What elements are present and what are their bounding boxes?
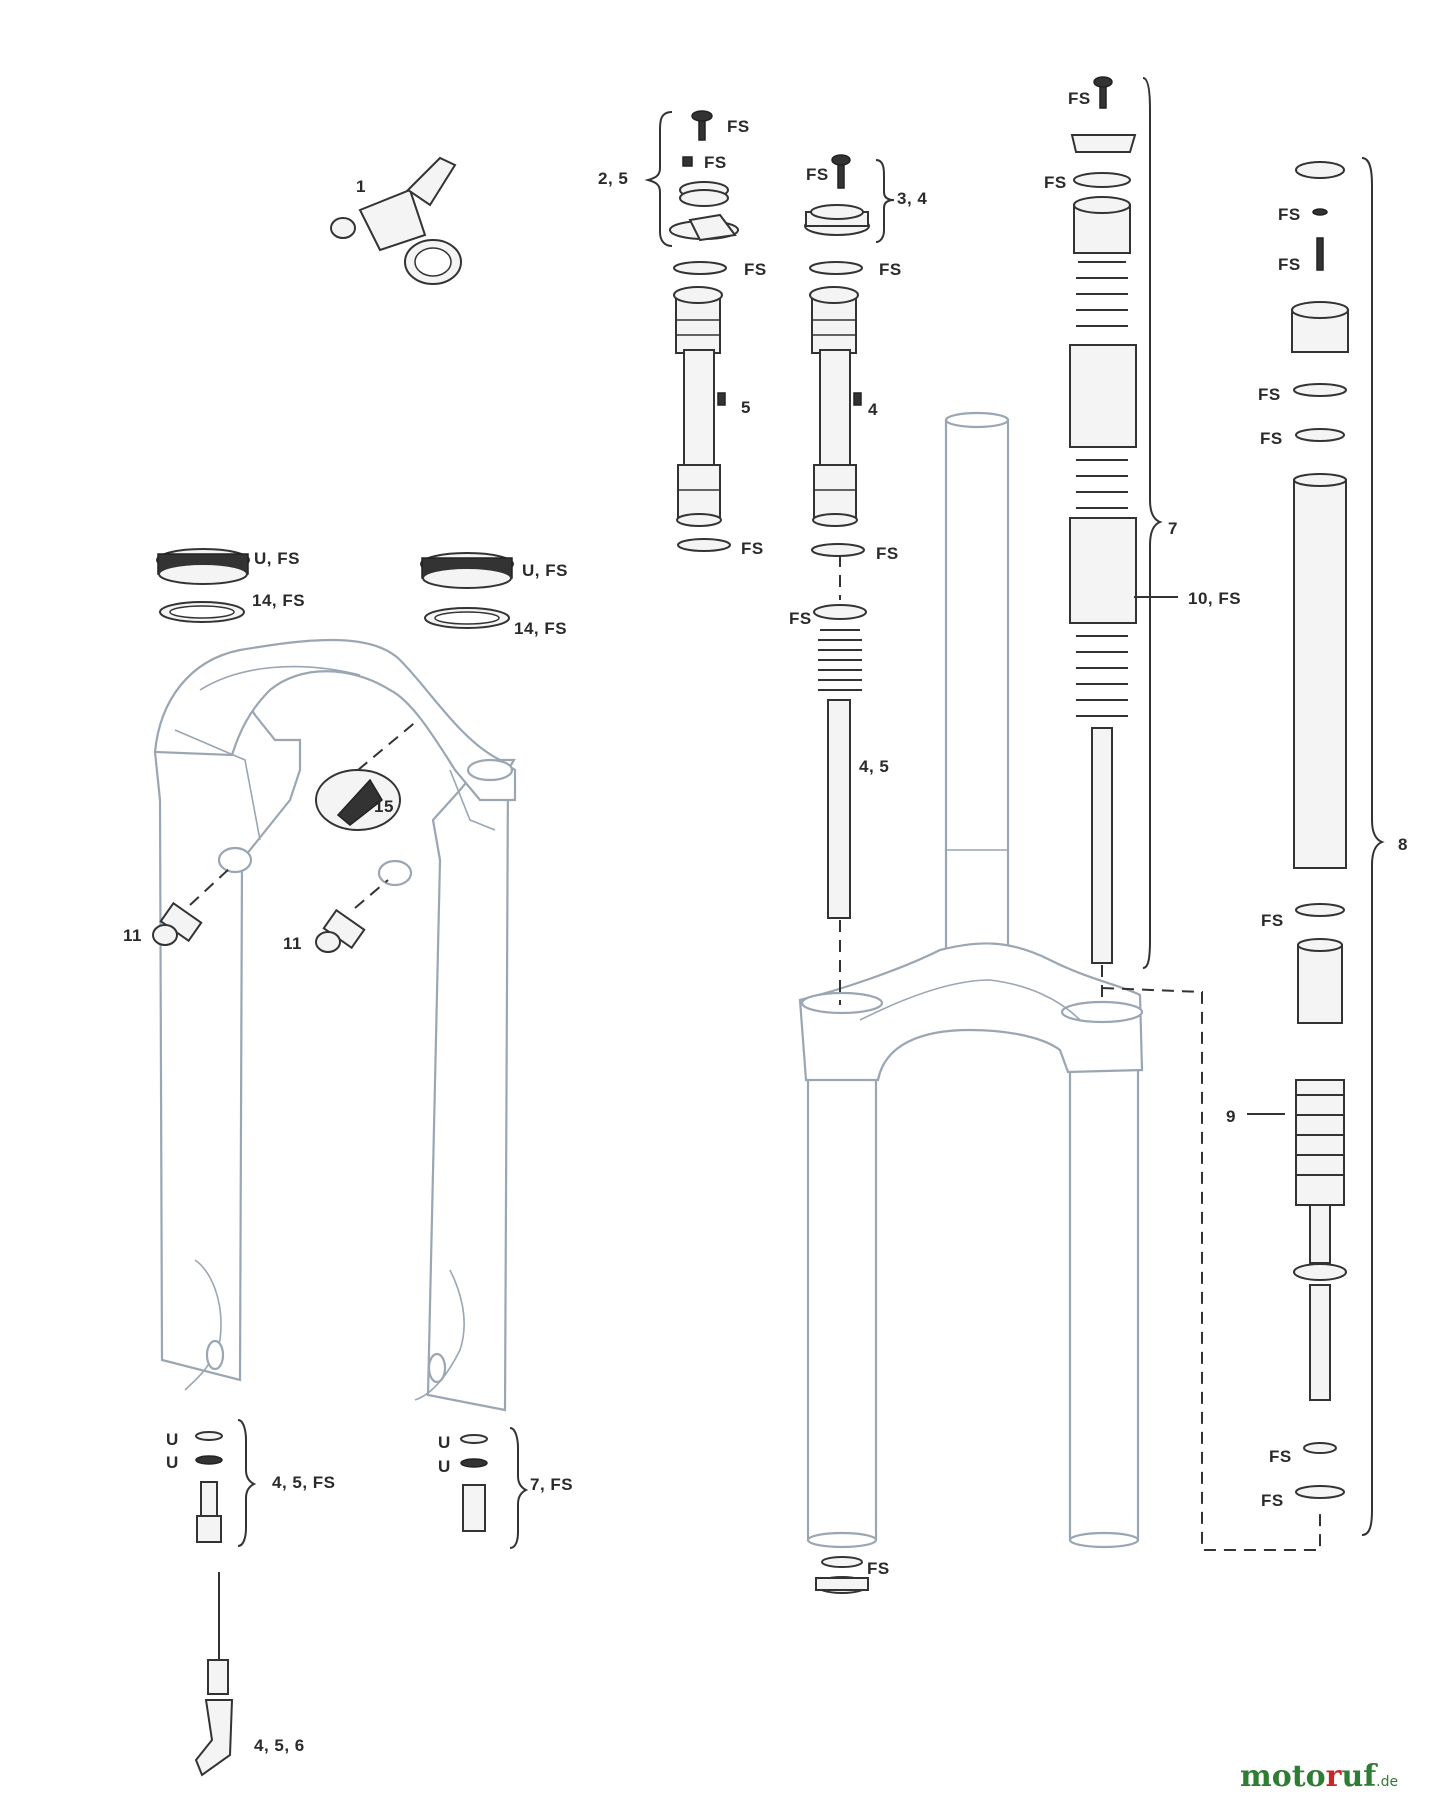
label-fs: FS bbox=[704, 153, 727, 172]
label-fs: FS bbox=[1261, 911, 1284, 930]
air-spring-8-9 bbox=[1101, 157, 1385, 1551]
label-part-14-fs: 14, FS bbox=[514, 619, 568, 638]
label-part-8: 8 bbox=[1398, 835, 1408, 854]
label-fs: FS bbox=[1269, 1447, 1292, 1466]
label-part-15: 15 bbox=[374, 797, 394, 816]
watermark-domain: .de bbox=[1376, 1774, 1399, 1790]
label-part-4-5: 4, 5 bbox=[859, 757, 890, 776]
label-part-1: 1 bbox=[356, 177, 366, 196]
watermark-text-1: moto bbox=[1240, 1759, 1326, 1794]
label-fs: FS bbox=[867, 1559, 890, 1578]
cable-remote-4-5-6 bbox=[194, 1572, 234, 1777]
watermark-text-2: r bbox=[1325, 1759, 1342, 1794]
label-u: U bbox=[438, 1457, 451, 1476]
label-u: U bbox=[438, 1433, 451, 1452]
label-fs: FS bbox=[789, 609, 812, 628]
bottom-nut-fs bbox=[815, 1556, 869, 1594]
label-part-4: 4 bbox=[868, 400, 878, 419]
watermark-logo: motoruf.de bbox=[1240, 1762, 1398, 1792]
label-part-3-4: 3, 4 bbox=[897, 189, 928, 208]
damper-cartridge-5 bbox=[673, 286, 731, 552]
label-u: U bbox=[166, 1453, 179, 1472]
label-part-4-5-6: 4, 5, 6 bbox=[254, 1736, 305, 1755]
label-u: U bbox=[166, 1430, 179, 1449]
label-part-7-fs: 7, FS bbox=[530, 1475, 574, 1494]
label-fs: FS bbox=[727, 117, 750, 136]
label-u-fs: U, FS bbox=[522, 561, 568, 580]
crown-stanchions-ghost bbox=[798, 411, 1144, 1549]
rebound-rod-4-5 bbox=[813, 555, 867, 1005]
cap-stack-3-4 bbox=[804, 154, 895, 275]
label-part-7: 7 bbox=[1168, 519, 1178, 538]
label-fs: FS bbox=[806, 165, 829, 184]
label-part-14-fs: 14, FS bbox=[252, 591, 306, 610]
label-part-11: 11 bbox=[123, 926, 142, 945]
label-fs: FS bbox=[1260, 429, 1283, 448]
bottom-hardware-4-5-fs bbox=[195, 1419, 257, 1547]
label-part-10-fs: 10, FS bbox=[1188, 589, 1242, 608]
label-fs: FS bbox=[744, 260, 767, 279]
cap-stack-2-5 bbox=[644, 110, 739, 275]
label-fs: FS bbox=[1068, 89, 1091, 108]
label-part-9: 9 bbox=[1226, 1107, 1236, 1126]
spring-assembly-7 bbox=[1069, 76, 1178, 1005]
label-fs: FS bbox=[1261, 1491, 1284, 1510]
bottom-hardware-7-fs bbox=[460, 1427, 529, 1549]
label-u-fs: U, FS bbox=[254, 549, 300, 568]
label-part-4-5-fs: 4, 5, FS bbox=[272, 1473, 336, 1492]
label-part-2-5: 2, 5 bbox=[598, 169, 629, 188]
label-fs: FS bbox=[1258, 385, 1281, 404]
label-fs: FS bbox=[879, 260, 902, 279]
damper-cartridge-4 bbox=[809, 286, 865, 557]
label-part-11: 11 bbox=[283, 934, 302, 953]
label-fs: FS bbox=[1278, 205, 1301, 224]
lower-legs-ghost bbox=[153, 638, 517, 1412]
bolts-11 bbox=[152, 867, 389, 953]
label-fs: FS bbox=[876, 544, 899, 563]
seals-u-fs-14 bbox=[156, 548, 514, 629]
label-fs: FS bbox=[1044, 173, 1067, 192]
watermark-text-3: uf bbox=[1341, 1759, 1377, 1794]
badge-15 bbox=[315, 719, 419, 831]
remote-lever-part bbox=[330, 156, 462, 285]
label-fs: FS bbox=[741, 539, 764, 558]
label-fs: FS bbox=[1278, 255, 1301, 274]
label-part-5: 5 bbox=[741, 398, 751, 417]
